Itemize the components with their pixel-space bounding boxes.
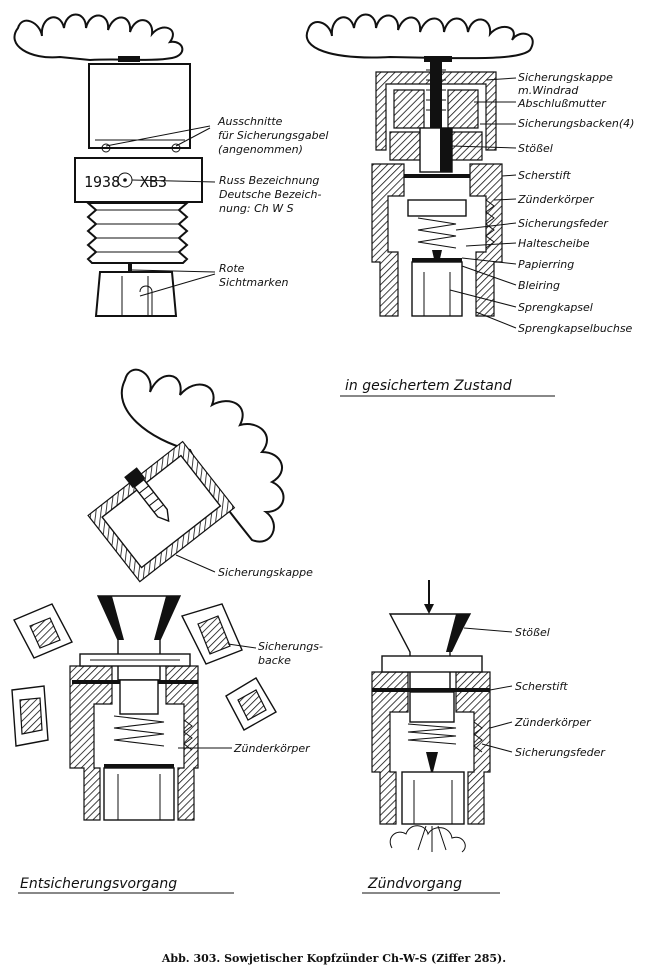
fuze-body-section bbox=[371, 163, 405, 317]
shear-pin-fire bbox=[372, 688, 490, 692]
label-rote-2: Sichtmarken bbox=[219, 276, 288, 289]
loose-jaw-2 bbox=[181, 603, 243, 665]
tilted-cap-view: Sicherungskappe bbox=[87, 368, 313, 583]
loose-jaw-4 bbox=[225, 677, 277, 731]
loose-jaw-1 bbox=[13, 603, 73, 659]
label-cutouts-2: für Sicherungsgabel bbox=[218, 129, 328, 142]
label-stoessel-fire: Stößel bbox=[515, 626, 550, 639]
label-papierring: Papierring bbox=[518, 258, 574, 271]
spring-disarm bbox=[113, 715, 165, 747]
label-haltescheibe: Haltescheibe bbox=[518, 237, 590, 250]
cutout-notch bbox=[101, 143, 111, 153]
label-cutouts-3: (angenommen) bbox=[218, 143, 303, 156]
label-backen: Sicherungsbacken(4) bbox=[518, 117, 634, 130]
label-cap-tilted: Sicherungskappe bbox=[218, 566, 313, 579]
stamp-year: 1938 bbox=[84, 173, 120, 191]
caption-fire: Zündvorgang bbox=[367, 876, 462, 892]
caption-disarm: Entsicherungsvorgang bbox=[20, 876, 177, 892]
label-cutouts-1: Ausschnitte bbox=[217, 115, 283, 128]
label-abschluss: Abschlußmutter bbox=[517, 97, 607, 110]
label-kappe-1: Sicherungskappe bbox=[518, 71, 613, 84]
wind-vane-exterior bbox=[13, 13, 184, 62]
disarming-view: Sicherungs- backe Zünderkörper Entsicher… bbox=[11, 595, 323, 894]
explosion-puff bbox=[389, 825, 466, 853]
label-russ-2: Deutsche Bezeich- bbox=[219, 188, 321, 201]
label-koerper-fire: Zünderkörper bbox=[514, 716, 592, 729]
label-kappe-2: m.Windrad bbox=[518, 84, 579, 97]
firing-view: Stößel Scherstift Zünderkörper Sicherung… bbox=[362, 580, 606, 894]
label-stoessel-safe: Stößel bbox=[518, 142, 553, 155]
label-scherstift-safe: Scherstift bbox=[518, 169, 571, 182]
loose-jaw-3 bbox=[11, 685, 49, 747]
spindle bbox=[430, 62, 442, 132]
fuze-body-fire bbox=[371, 671, 409, 825]
thread-section bbox=[85, 202, 190, 264]
label-buchse: Sprengkapselbuchse bbox=[518, 322, 633, 335]
fuze-body-disarm bbox=[69, 665, 113, 821]
safety-spring-section bbox=[417, 217, 457, 249]
spring-fire bbox=[407, 723, 457, 745]
shear-pin bbox=[372, 174, 502, 178]
label-rote-1: Rote bbox=[219, 262, 245, 275]
label-sprengkapsel: Sprengkapsel bbox=[518, 301, 593, 314]
label-russ-1: Russ Bezeichnung bbox=[219, 174, 319, 187]
safety-jaws bbox=[389, 131, 425, 161]
detonator-disarm bbox=[103, 767, 175, 821]
detonator-fire bbox=[401, 771, 465, 825]
striker-stem-disarm bbox=[119, 679, 159, 715]
detonator-section bbox=[411, 261, 463, 317]
label-scherstift-fire: Scherstift bbox=[515, 680, 568, 693]
section-view-safe: Sicherungskappe m.Windrad Abschlußmutter… bbox=[305, 13, 634, 397]
exterior-view: 1938 XB3 Ausschnitte für Sicherungsgabel… bbox=[13, 13, 328, 317]
label-feder-fire: Sicherungsfeder bbox=[515, 746, 606, 759]
detonator-sleeve bbox=[94, 271, 178, 317]
label-koerper-safe: Zünderkörper bbox=[517, 193, 595, 206]
red-sight-mark bbox=[128, 262, 132, 272]
stamp-code: XB3 bbox=[140, 173, 167, 191]
label-backe-2: backe bbox=[258, 654, 291, 667]
striker-stem-fire bbox=[409, 691, 455, 723]
wind-vane-section bbox=[305, 13, 534, 60]
windrad-hub bbox=[118, 56, 140, 62]
safety-cap-section bbox=[375, 71, 497, 151]
label-russ-3: nung: Ch W S bbox=[219, 202, 294, 215]
closing-nut bbox=[393, 89, 425, 129]
label-feder-safe: Sicherungsfeder bbox=[518, 217, 609, 230]
label-backe-1: Sicherungs- bbox=[258, 640, 323, 653]
label-koerper-disarm: Zünderkörper bbox=[233, 742, 311, 755]
figure-caption: Abb. 303. Sowjetischer Kopfzünder Ch-W-S… bbox=[161, 952, 506, 965]
wind-vane-tilted bbox=[120, 368, 285, 543]
caption-safe-state: in gesichertem Zustand bbox=[345, 378, 512, 394]
label-bleiring: Bleiring bbox=[518, 279, 560, 292]
fuze-cap-exterior bbox=[88, 63, 191, 149]
